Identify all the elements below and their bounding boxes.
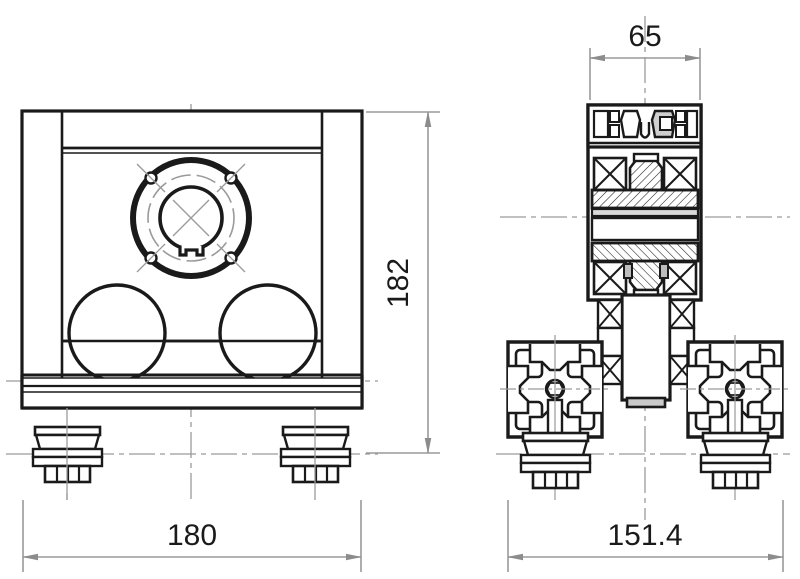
bore-circle-left <box>67 283 167 383</box>
side-carriage-block <box>620 293 672 409</box>
dimension-180: 180 <box>22 500 362 572</box>
dimension-182-label: 182 <box>382 258 415 308</box>
front-shelf-band <box>20 339 364 410</box>
side-shaft-gap <box>590 216 700 242</box>
foot-side-left <box>519 431 592 490</box>
side-hub-upper <box>628 152 664 192</box>
foot-centerlines-front <box>66 408 316 500</box>
side-top-cap <box>586 103 703 149</box>
dimension-182: 182 <box>366 111 440 454</box>
side-bearing-lower-left <box>592 260 628 296</box>
side-flange-lower <box>590 241 700 263</box>
foot-side-right <box>699 431 772 490</box>
dimension-180-label: 180 <box>167 519 217 552</box>
dimension-65: 65 <box>589 20 701 100</box>
dimension-1514: 151.4 <box>507 500 784 572</box>
dimension-65-label: 65 <box>628 20 661 53</box>
dimension-1514-label: 151.4 <box>607 519 682 552</box>
bore-circle-right <box>218 283 318 383</box>
side-bearing-upper-right <box>662 156 698 192</box>
side-flange-upper <box>590 188 700 218</box>
rotary-bearing-front <box>130 157 252 279</box>
side-bearing-upper-left <box>592 156 628 192</box>
